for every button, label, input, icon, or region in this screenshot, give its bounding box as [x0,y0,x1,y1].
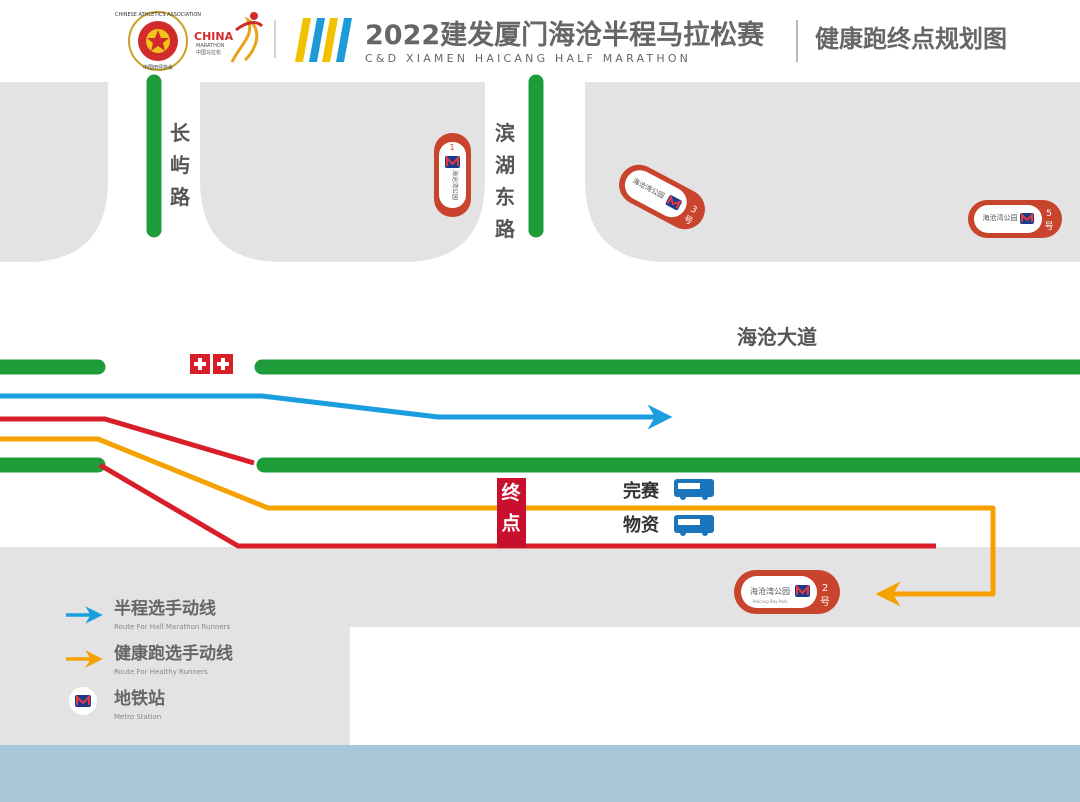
finisher-bus-label: 完赛 [623,480,660,502]
healthy-route-line [0,436,996,607]
road-label-changyu: 长屿路 [170,121,191,209]
road-label-haicang-avenue: 海沧大道 [737,325,817,349]
road-label-binhu-east: 滨湖东路 [495,121,516,241]
station-3-number: 3 [689,205,699,217]
red-route-lower [98,462,936,549]
legend-item-half: 半程选手动线 Route For Half Marathon Runners [66,598,231,631]
china-marathon-logo: CHINA MARATHON 中国马拉松 [194,12,264,63]
station-5-unit: 号 [1044,221,1053,232]
event-hm-logo [295,18,352,62]
road-boundaries [0,74,1080,473]
first-aid-cross-icon [190,354,233,374]
water [0,745,1080,802]
supply-bus-label: 物资 [623,514,659,536]
station-5-name: 海沧湾公园 [983,213,1018,222]
bus-icon [674,479,714,500]
station-5-number: 5 [1046,209,1052,219]
marathon-label: MARATHON [196,43,225,49]
caa-ring-text: CHINESE ATHLETICS ASSOCIATION [115,12,201,18]
station-1-number: 1 [449,143,454,152]
header: CHINESE ATHLETICS ASSOCIATION 中国田径协会 CHI… [115,11,1007,71]
station-2-sub: Haicang Bay Park [752,599,788,604]
metro-icon [1020,212,1034,224]
china-label: CHINA [194,30,234,43]
legend-metro-label: 地铁站 [114,688,165,709]
finish-marker: 终点 [497,478,526,548]
legend-half-label: 半程选手动线 [114,598,216,619]
routes [0,393,996,607]
station-2-name: 海沧湾公园 [750,586,790,596]
bus-icon [674,515,714,536]
legend-item-healthy: 健康跑选手动线 Route For Healthy Runners [66,643,233,676]
title-cn: 2022建发厦门海沧半程马拉松赛 [365,19,765,51]
legend-healthy-sub: Route For Healthy Runners [114,668,208,676]
subtitle-cn: 健康跑终点规划图 [815,25,1007,53]
metro-station-3: 海沧湾公园 3 号 [619,164,705,230]
station-2-number: 2 [822,583,828,594]
legend-half-sub: Route For Half Marathon Runners [114,623,231,631]
finish-label: 终点 [501,481,521,534]
marathon-cn: 中国马拉松 [196,49,221,56]
metro-icon [665,194,682,211]
caa-bottom-text: 中国田径协会 [143,64,173,71]
caa-emblem-icon: CHINESE ATHLETICS ASSOCIATION 中国田径协会 [115,11,201,71]
legend: 半程选手动线 Route For Half Marathon Runners 健… [66,598,233,721]
legend-metro-sub: Metro Station [114,713,161,721]
metro-station-1: 海沧湾公园 1 [434,133,471,217]
legend-item-metro: 地铁站 Metro Station [69,687,165,721]
title-en: C&D XIAMEN HAICANG HALF MARATHON [365,52,691,65]
metro-icon [795,584,810,597]
metro-station-5: 海沧湾公园 5 号 [968,200,1062,238]
legend-healthy-label: 健康跑选手动线 [114,643,233,664]
city-blocks [0,82,1080,802]
station-2-unit: 号 [820,596,830,608]
metro-station-2: 海沧湾公园 Haicang Bay Park 2 号 [734,570,840,614]
red-route [0,416,255,466]
half-route-line [0,393,673,430]
metro-icon [445,155,460,168]
station-1-name: 海沧湾公园 [451,170,459,200]
